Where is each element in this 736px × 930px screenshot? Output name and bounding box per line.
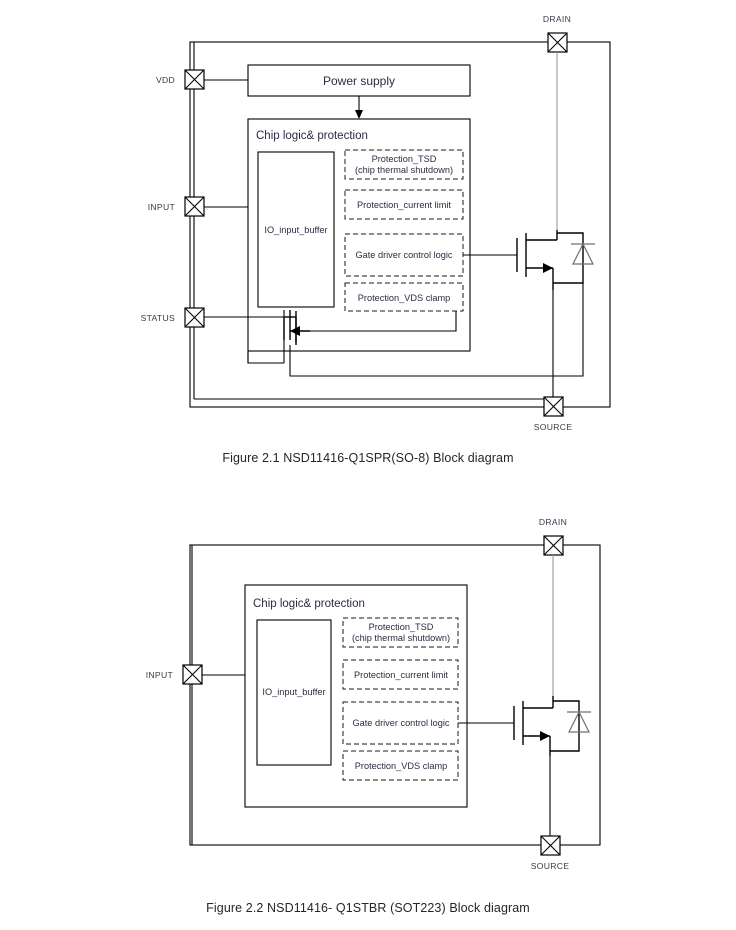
pin-label-status: STATUS: [141, 313, 175, 323]
block-gate-driver-2: [342, 701, 459, 745]
block-label-current-limit-1: Protection_current limit: [357, 200, 451, 210]
pin-label-input-2: INPUT: [146, 670, 174, 680]
block-power-supply: [247, 64, 471, 97]
block-label-tsd-line1-2: Protection_TSD: [369, 622, 434, 632]
figure-caption-1: Figure 2.1 NSD11416-Q1SPR(SO-8) Block di…: [222, 451, 514, 465]
pin-label-source-1: SOURCE: [534, 422, 573, 432]
block-io-buffer-1: [257, 151, 335, 308]
pin-label-source-2: SOURCE: [531, 861, 570, 871]
pin-label-drain-2: DRAIN: [539, 517, 567, 527]
figure-caption-2: Figure 2.2 NSD11416- Q1STBR (SOT223) Blo…: [206, 901, 530, 915]
pin-label-drain-1: DRAIN: [543, 14, 571, 24]
pin-drain-1[interactable]: [547, 32, 568, 53]
block-current-limit-2: [342, 659, 459, 690]
pin-label-vdd: VDD: [156, 75, 175, 85]
block-label-tsd-line1-1: Protection_TSD: [372, 154, 437, 164]
pin-vdd[interactable]: [184, 69, 205, 90]
arrowhead-power-to-logic: [355, 110, 363, 119]
block-label-current-limit-2: Protection_current limit: [354, 670, 448, 680]
block-io-buffer-2: [256, 619, 332, 766]
pin-input-1[interactable]: [184, 196, 205, 217]
block-label-tsd-line2-1: (chip thermal shutdown): [355, 165, 453, 175]
pin-source-2[interactable]: [540, 835, 561, 856]
block-label-power-supply: Power supply: [323, 74, 395, 88]
block-label-gate-driver-2: Gate driver control logic: [352, 718, 449, 728]
wire-vds-clamp-to-status-fet: [310, 311, 457, 332]
figure-2-2: INPUT DRAIN SOURCE Chip logic& protectio…: [0, 500, 736, 895]
block-label-chip-logic-1: Chip logic& protection: [256, 130, 368, 142]
block-vds-clamp-1: [344, 282, 464, 312]
block-label-chip-logic-2: Chip logic& protection: [253, 598, 365, 610]
pin-input-2[interactable]: [182, 664, 203, 685]
pin-drain-2[interactable]: [543, 535, 564, 556]
block-protection-tsd-2: [342, 617, 459, 648]
main-mosfet-2: [513, 696, 591, 756]
block-label-tsd-line2-2: (chip thermal shutdown): [352, 633, 450, 643]
block-label-vds-clamp-2: Protection_VDS clamp: [355, 761, 447, 771]
block-vds-clamp-2: [342, 750, 459, 781]
pin-source-1[interactable]: [543, 396, 564, 417]
block-label-io-buffer-2: IO_input_buffer: [262, 687, 325, 697]
block-current-limit-1: [344, 189, 464, 220]
wire-status-source-return: [289, 283, 584, 377]
block-protection-tsd-1: [344, 149, 464, 180]
pin-label-input-1: INPUT: [148, 202, 176, 212]
block-label-gate-driver-1: Gate driver control logic: [355, 250, 452, 260]
pin-status[interactable]: [184, 307, 205, 328]
block-label-vds-clamp-1: Protection_VDS clamp: [358, 293, 450, 303]
main-mosfet-1: [516, 230, 595, 290]
figure-2-1: VDD INPUT STATUS DRAIN: [0, 0, 736, 445]
block-label-io-buffer-1: IO_input_buffer: [264, 225, 327, 235]
